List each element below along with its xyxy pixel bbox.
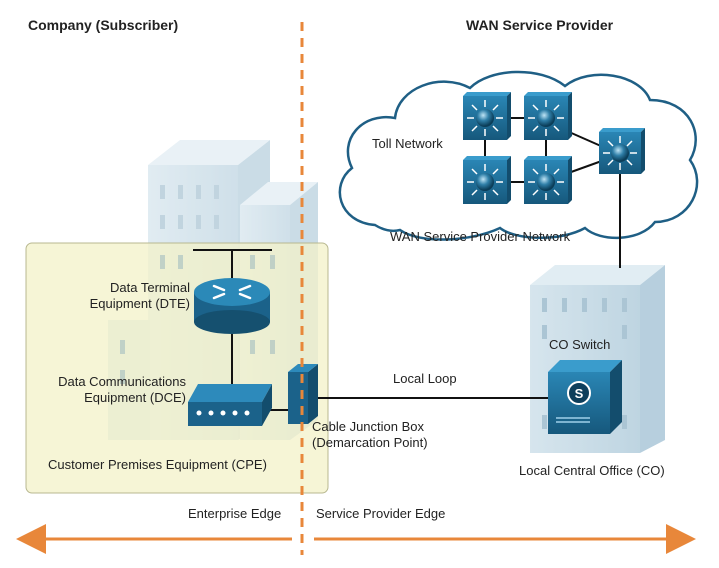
local-loop-label: Local Loop: [393, 371, 457, 386]
dce-label: Data Communications Equipment (DCE): [30, 374, 186, 406]
enterprise-edge-label: Enterprise Edge: [188, 506, 282, 521]
co-switch-label: CO Switch: [549, 337, 611, 352]
cpe-links: [193, 249, 550, 411]
modem-icon: [188, 384, 272, 426]
dte-label: Data Terminal Equipment (DTE): [60, 280, 190, 312]
junction-label-line1: Cable Junction Box: [312, 419, 425, 434]
junction-box-icon: [288, 364, 318, 424]
cpe-label: Customer Premises Equipment (CPE): [48, 457, 267, 472]
dte-label-line1: Data Terminal: [110, 280, 190, 295]
central-office-label: Local Central Office (CO): [519, 463, 665, 478]
co-switch-icon: S: [548, 360, 622, 434]
junction-label-line2: (Demarcation Point): [312, 435, 428, 450]
toll-network-label: Toll Network: [372, 136, 443, 151]
wan-switch-icon: [463, 92, 645, 204]
company-header: Company (Subscriber): [28, 17, 179, 33]
dte-label-line2: Equipment (DTE): [89, 296, 190, 311]
dce-label-line1: Data Communications: [58, 374, 186, 389]
router-icon: [194, 278, 270, 334]
provider-header: WAN Service Provider: [466, 17, 614, 33]
dce-label-line2: Equipment (DCE): [84, 390, 186, 405]
wan-network-label: WAN Service Provider Network: [390, 229, 571, 244]
junction-box-label: Cable Junction Box (Demarcation Point): [312, 419, 428, 451]
provider-edge-label: Service Provider Edge: [316, 506, 446, 521]
svg-text:S: S: [575, 386, 584, 401]
cloud-icon: [338, 70, 699, 241]
